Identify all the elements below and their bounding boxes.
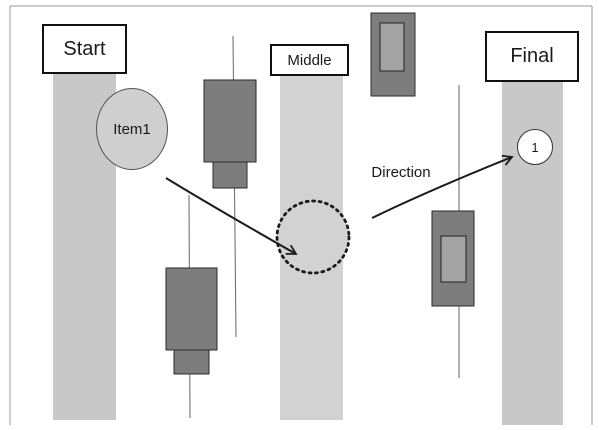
block-lower	[165, 267, 218, 351]
block-right	[431, 210, 475, 307]
middle-label: Middle	[270, 44, 349, 76]
block-top-window	[379, 22, 405, 72]
marker-1: 1	[517, 129, 553, 165]
start-label: Start	[42, 24, 127, 74]
block-lower-base	[173, 349, 210, 375]
final-label: Final	[485, 31, 579, 82]
direction-label: Direction	[371, 163, 431, 181]
block-upper	[203, 79, 257, 163]
item1-node: Item1	[96, 88, 168, 170]
target-zone	[275, 199, 351, 275]
arrow-item-to-middle	[165, 177, 298, 255]
block-upper-base	[212, 161, 248, 189]
block-right-window	[440, 235, 467, 283]
arrow-middle-to-final	[371, 154, 514, 219]
